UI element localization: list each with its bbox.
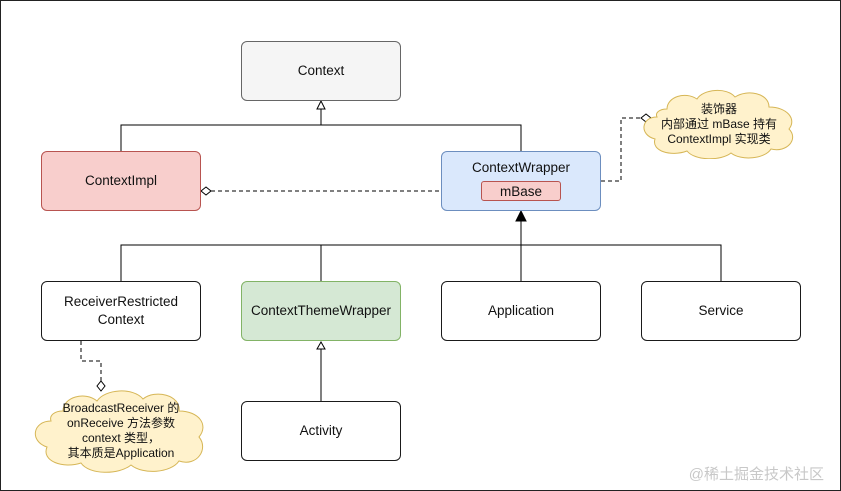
inheritance-arrow-contextwrapper: [515, 209, 527, 222]
mbase-association-diamond: [200, 186, 212, 196]
application-label: Application: [487, 303, 555, 318]
cloud-shape: [35, 390, 204, 473]
service-class: Service: [641, 281, 801, 341]
broadcast-note-edge: [80, 341, 102, 381]
decorator-note-text: 装饰器 内部通过 mBase 持有 ContextImpl 实现类: [660, 101, 778, 146]
context-class: Context: [241, 41, 401, 101]
contextimpl-class: ContextImpl: [41, 151, 201, 211]
decorator-note-edge: [601, 117, 641, 182]
cloud-shape: [643, 90, 794, 159]
inheritance-arrow-contextthemewrapper: [316, 340, 326, 350]
receiverrestrictedcontext-label: ReceiverRestricted Context: [63, 294, 179, 327]
context-label: Context: [297, 63, 345, 78]
receiverrestrictedcontext-class: ReceiverRestricted Context: [41, 281, 201, 341]
broadcast-cloud-note: BroadcastReceiver 的 onReceive 方法参数 conte…: [31, 389, 211, 473]
broadcast-note-diamond: [96, 380, 106, 392]
inheritance-edge-contextimpl: [120, 124, 522, 151]
watermark: @稀土掘金技术社区: [688, 466, 824, 483]
contextwrapper-label: ContextWrapper: [471, 160, 571, 175]
contextthemewrapper-class: ContextThemeWrapper: [241, 281, 401, 341]
mbase-label: mBase: [499, 183, 543, 199]
broadcast-note-text: BroadcastReceiver 的 onReceive 方法参数 conte…: [62, 401, 180, 460]
service-label: Service: [698, 303, 744, 318]
activity-label: Activity: [299, 423, 343, 438]
inheritance-arrow-context: [316, 99, 326, 110]
inheritance-edge-subclasses: [120, 220, 722, 281]
decorator-cloud-note: 装饰器 内部通过 mBase 持有 ContextImpl 实现类: [637, 89, 801, 159]
contextthemewrapper-label: ContextThemeWrapper: [250, 303, 392, 318]
contextimpl-label: ContextImpl: [84, 173, 158, 188]
activity-class: Activity: [241, 401, 401, 461]
application-class: Application: [441, 281, 601, 341]
mbase-field: mBase: [481, 181, 561, 201]
